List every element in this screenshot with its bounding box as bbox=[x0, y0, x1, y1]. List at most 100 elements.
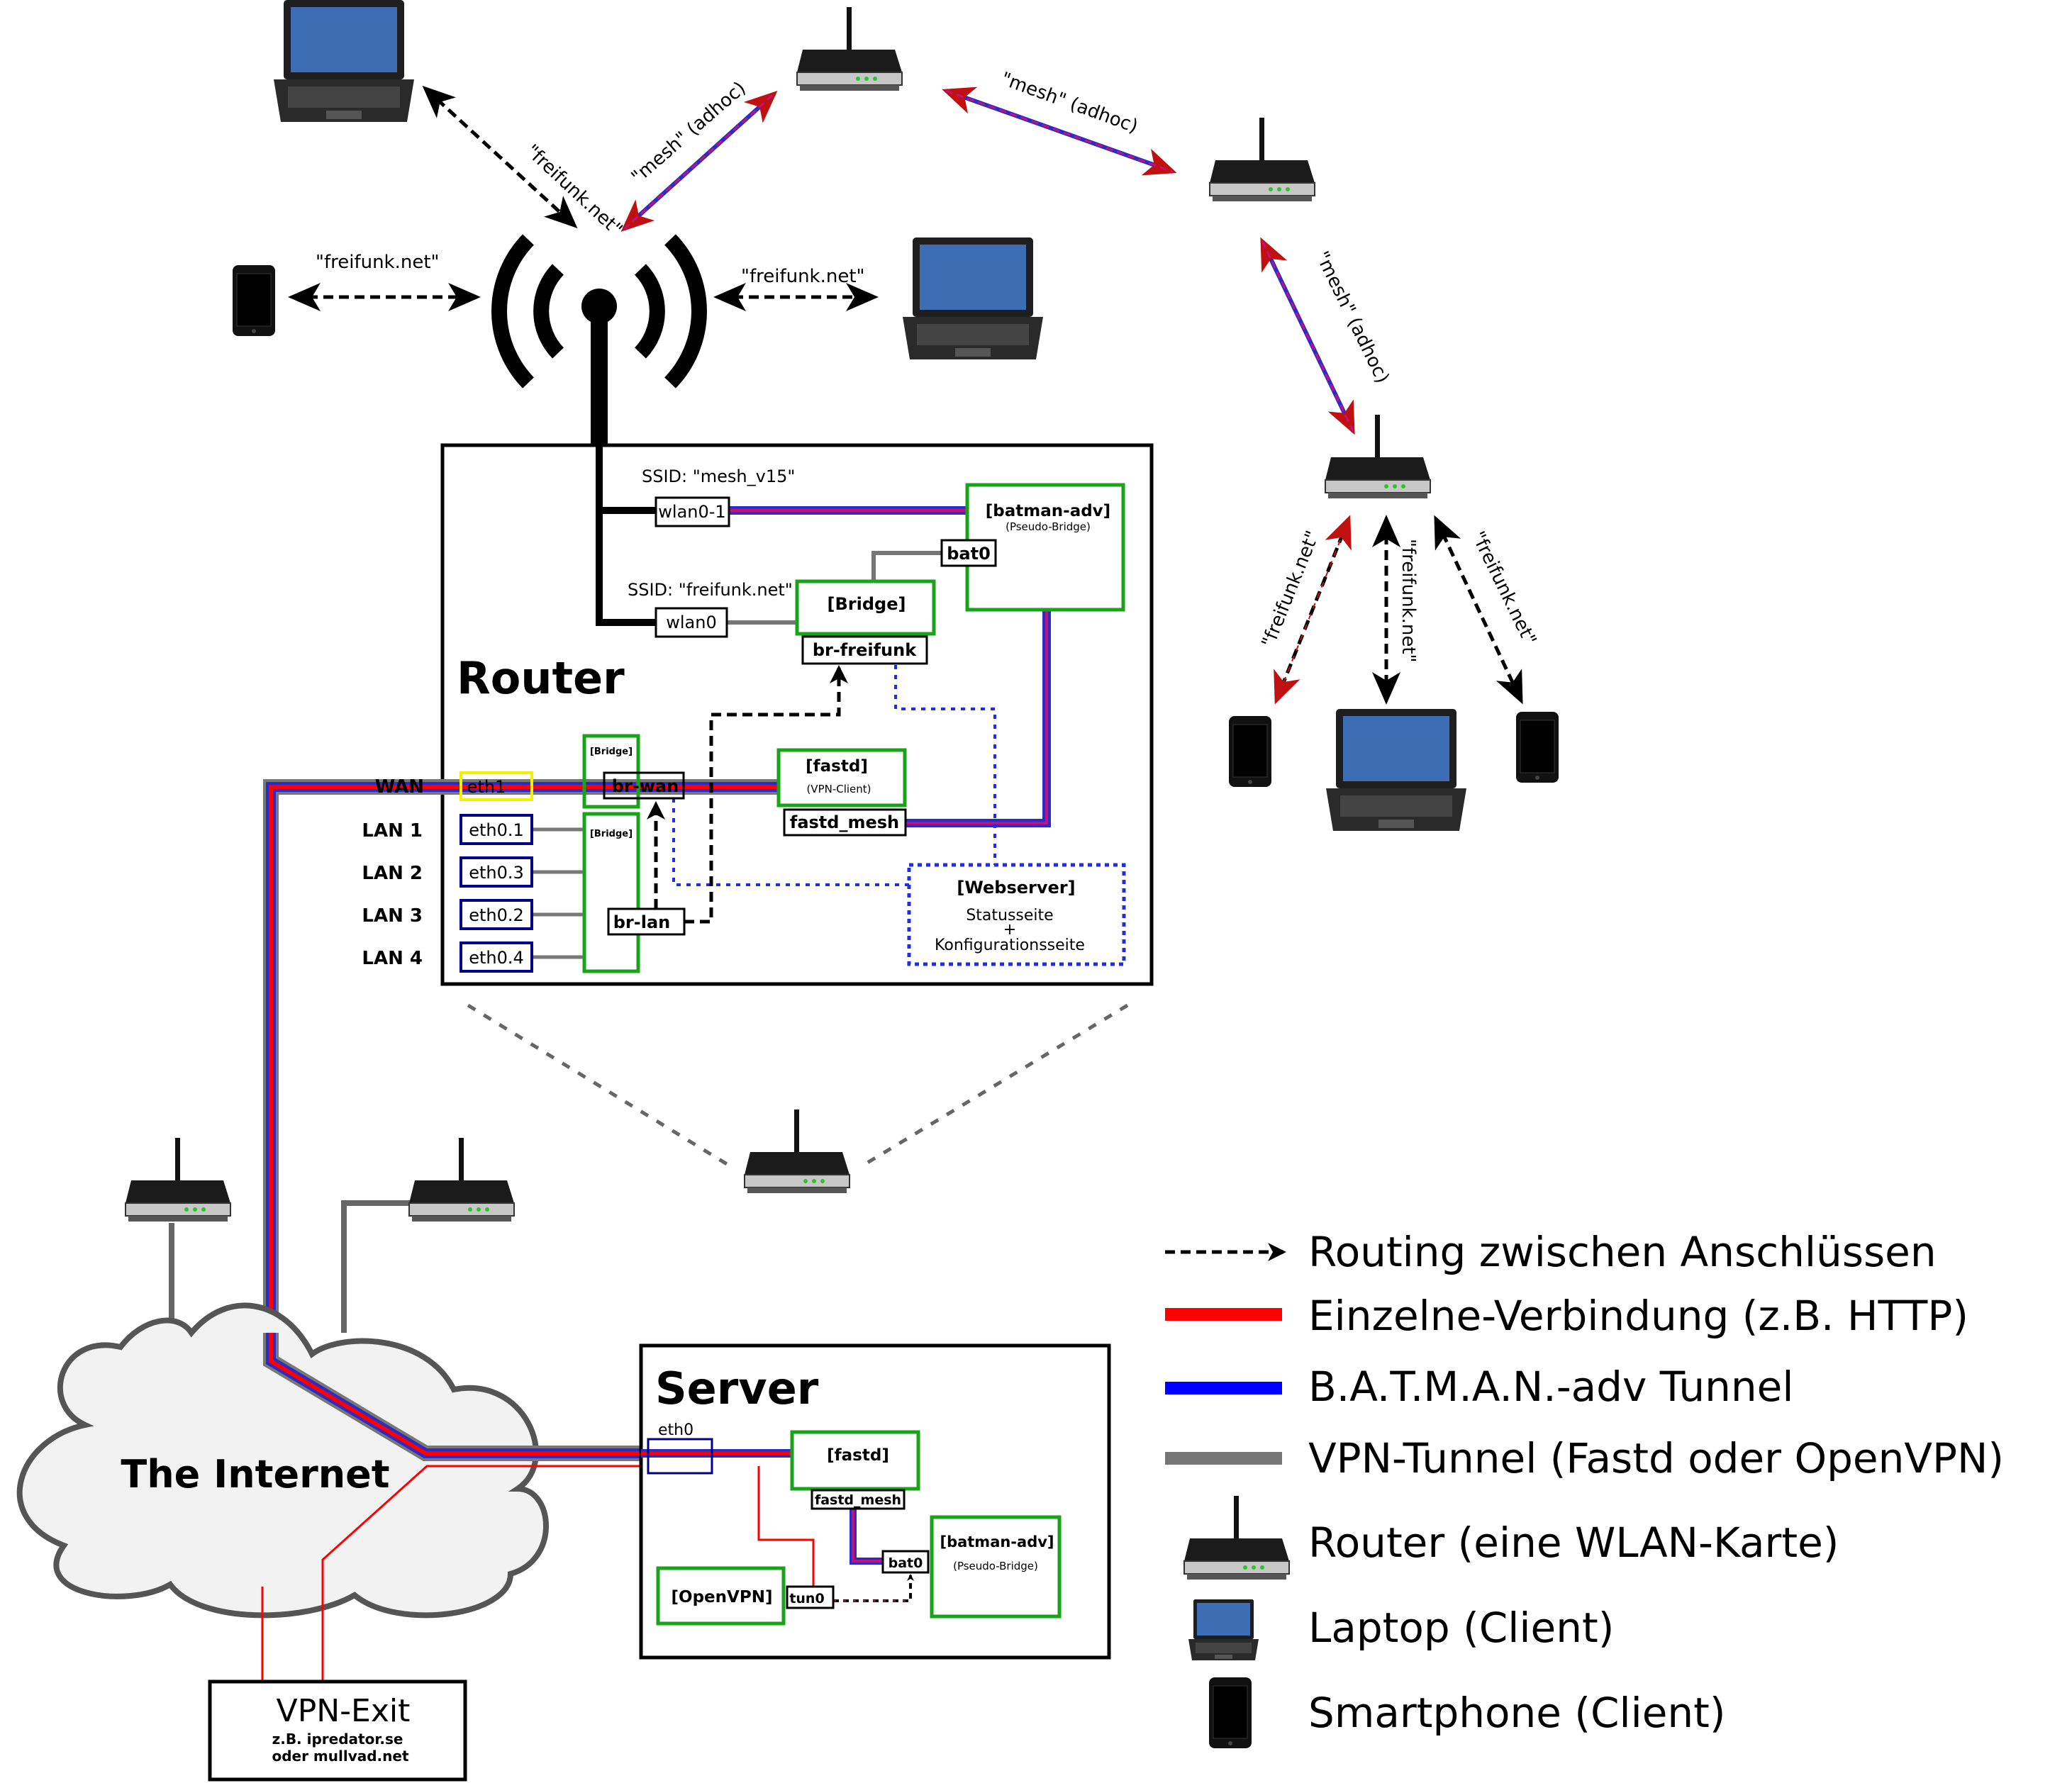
link-mesh-router2-router3 bbox=[1260, 237, 1355, 435]
vpn-exit-title: VPN-Exit bbox=[277, 1693, 411, 1729]
server-openvpn-box bbox=[656, 1566, 786, 1626]
phone-icon bbox=[1228, 715, 1272, 788]
server-batman-label: [batman-adv] bbox=[940, 1533, 1054, 1550]
lan-bridge-label: [Bridge] bbox=[590, 829, 633, 839]
lan-port-iface: eth0.4 bbox=[469, 948, 524, 968]
wan-tunnel-line-overlay bbox=[263, 1333, 794, 1461]
br-freifunk-label: br-freifunk bbox=[813, 640, 917, 660]
eth1-box bbox=[459, 771, 533, 801]
lan-wires bbox=[532, 827, 584, 959]
plus-label: + bbox=[1003, 921, 1016, 939]
webserver-label: [Webserver] bbox=[957, 878, 1075, 898]
lan-port-label: LAN 3 bbox=[362, 905, 423, 927]
server-fastd-box bbox=[790, 1430, 920, 1491]
legend-item-vpn: VPN-Tunnel (Fastd oder OpenVPN) bbox=[1165, 1434, 2004, 1482]
link-laptop1-antenna bbox=[422, 85, 578, 229]
wan-label: WAN bbox=[375, 776, 424, 798]
internet-label: The Internet bbox=[121, 1452, 389, 1497]
legend-grey-swatch bbox=[1165, 1452, 1282, 1465]
vpn-exit-line2: oder mullvad.net bbox=[272, 1748, 408, 1765]
bat0-to-bridge bbox=[871, 551, 942, 581]
lan-port-box bbox=[459, 856, 533, 888]
server-title: Server bbox=[655, 1363, 819, 1414]
wlan0-1-box bbox=[655, 496, 730, 527]
lan-port-label: LAN 4 bbox=[362, 948, 423, 969]
server-fastd-mesh-box bbox=[811, 1489, 906, 1510]
server-routing-arrow bbox=[833, 1574, 914, 1602]
fastd-mesh-label: fastd_mesh bbox=[790, 812, 899, 832]
router-icon bbox=[1325, 414, 1431, 499]
router-title: Router bbox=[457, 652, 625, 704]
legend-batman-text: B.A.T.M.A.N.-adv Tunnel bbox=[1308, 1363, 1793, 1411]
legend-phone-text: Smartphone (Client) bbox=[1308, 1689, 1726, 1737]
laptop-icon bbox=[1188, 1599, 1259, 1660]
internet-cloud bbox=[16, 1302, 549, 1619]
legend-laptop-text: Laptop (Client) bbox=[1308, 1604, 1614, 1652]
wlan0-label: wlan0 bbox=[666, 613, 716, 632]
laptop-icon bbox=[1326, 709, 1466, 831]
fastd-mesh-box bbox=[783, 808, 907, 837]
legend-item-batman: B.A.T.M.A.N.-adv Tunnel bbox=[1165, 1363, 1793, 1411]
server-fastd-mesh-label: fastd_mesh bbox=[815, 1492, 901, 1508]
bat0-label: bat0 bbox=[947, 544, 991, 564]
server-batman-pseudo-label: (Pseudo-Bridge) bbox=[953, 1560, 1038, 1572]
label-freifunk-2: "freifunk.net" bbox=[316, 252, 440, 273]
legend-einzel-text: Einzelne-Verbindung (z.B. HTTP) bbox=[1308, 1292, 1968, 1340]
legend-routing-text: Routing zwischen Anschlüssen bbox=[1308, 1228, 1937, 1276]
lan-port-2: LAN 2 eth0.3 bbox=[362, 856, 533, 888]
router-icon bbox=[796, 6, 903, 91]
server-batman-box bbox=[930, 1515, 1062, 1619]
routing-arrow-br-lan-to-br-freifunk bbox=[684, 665, 848, 924]
router-icon bbox=[125, 1137, 231, 1222]
server-eth0-label: eth0 bbox=[658, 1421, 694, 1439]
link-router3-phone3 bbox=[1434, 515, 1523, 705]
lan-port-box bbox=[459, 941, 533, 973]
bridge-box bbox=[795, 579, 936, 636]
router-cloud-link-right bbox=[341, 1200, 454, 1333]
server-openvpn-label: [OpenVPN] bbox=[672, 1588, 773, 1606]
wlan0-box bbox=[655, 607, 728, 638]
mesh-line bbox=[906, 610, 1048, 825]
eth1-label: eth1 bbox=[467, 777, 506, 797]
br-lan-label: br-lan bbox=[613, 912, 670, 932]
bat0-box bbox=[940, 539, 997, 567]
ssid-freifunk-label: SSID: "freifunk.net" bbox=[628, 580, 793, 600]
zoom-line-right bbox=[860, 1003, 1129, 1168]
server-tun0-box bbox=[786, 1585, 835, 1609]
lan-port-4: LAN 4 eth0.4 bbox=[362, 941, 533, 973]
label-freifunk-6: "freifunk.net" bbox=[1467, 528, 1540, 649]
lan-port-iface: eth0.1 bbox=[469, 820, 524, 840]
legend-blue-swatch bbox=[1165, 1382, 1282, 1394]
router-icon bbox=[1183, 1495, 1290, 1580]
server-bat0-box bbox=[881, 1550, 930, 1574]
wan-bridge-label: [Bridge] bbox=[590, 747, 633, 757]
fastd-label: [fastd] bbox=[806, 757, 868, 776]
antenna-icon bbox=[491, 234, 707, 445]
lan-port-1: LAN 1 eth0.1 bbox=[362, 814, 533, 845]
webserver-link-br-freifunk bbox=[894, 665, 996, 865]
router-icon bbox=[1209, 117, 1315, 202]
server-eth0-box bbox=[647, 1438, 713, 1475]
label-freifunk-5: "freifunk.net" bbox=[1398, 539, 1419, 663]
laptop-icon bbox=[274, 0, 414, 122]
zoom-line-left bbox=[467, 1003, 732, 1168]
batman-adv-label: [batman-adv] bbox=[986, 502, 1110, 520]
link-router3-phone2 bbox=[1274, 515, 1352, 705]
wan-bridge-box bbox=[582, 734, 640, 809]
br-lan-box bbox=[607, 907, 686, 936]
legend-router-text: Router (eine WLAN-Karte) bbox=[1308, 1519, 1839, 1567]
server-fastd-label: [fastd] bbox=[827, 1446, 889, 1465]
br-freifunk-box bbox=[801, 635, 928, 665]
batman-pseudo-label: (Pseudo-Bridge) bbox=[1006, 520, 1091, 533]
lan-port-label: LAN 1 bbox=[362, 820, 423, 842]
link-mesh-antenna-router1 bbox=[620, 90, 778, 233]
lan-port-box bbox=[459, 899, 533, 930]
router-icon bbox=[744, 1109, 850, 1194]
legend-vpn-text: VPN-Tunnel (Fastd oder OpenVPN) bbox=[1308, 1434, 2004, 1482]
legend: Routing zwischen Anschlüssen Einzelne-Ve… bbox=[1165, 1228, 2004, 1749]
phone-icon bbox=[1208, 1677, 1252, 1749]
label-freifunk-3: "freifunk.net" bbox=[741, 266, 865, 287]
phone-icon bbox=[1515, 711, 1559, 783]
antenna-wire bbox=[596, 445, 656, 626]
wlan0-1-label: wlan0-1 bbox=[658, 502, 725, 522]
